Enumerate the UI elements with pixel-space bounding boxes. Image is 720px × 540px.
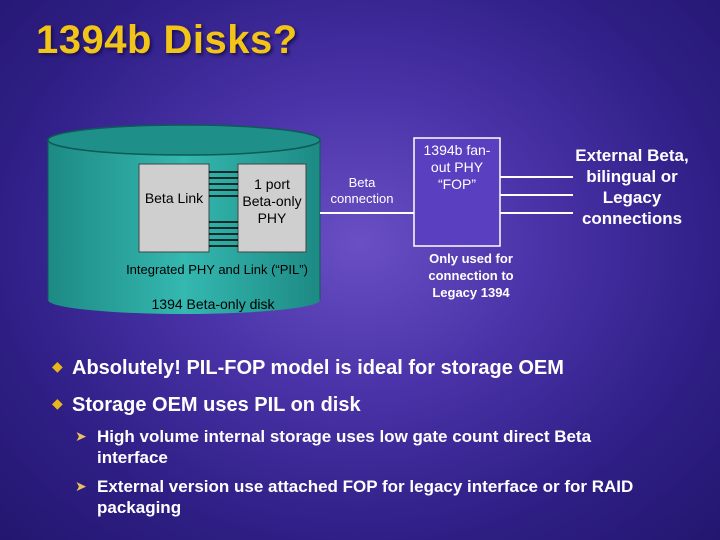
only-used-label: Only used for connection to Legacy 1394 [428, 251, 514, 300]
external-lines [500, 176, 573, 214]
disk-label: 1394 Beta-only disk [151, 296, 275, 312]
sub-bullet-marker: ➤ [75, 428, 87, 444]
slide-title: 1394b Disks? [36, 18, 298, 62]
bullet-1: Absolutely! PIL-FOP model is ideal for s… [72, 357, 564, 379]
port-phy-label: 1 port Beta-only PHY [242, 176, 302, 226]
beta-connection-label: Beta connection [330, 175, 394, 206]
link-phy-lines [209, 171, 238, 247]
sub-bullet-marker: ➤ [75, 478, 87, 494]
beta-link-label: Beta Link [144, 190, 204, 206]
fop-label: 1394b fan-out PHY “FOP” [423, 142, 491, 192]
bullet-marker: ◆ [52, 358, 63, 374]
bullet-2: Storage OEM uses PIL on disk [72, 394, 361, 416]
bullet-marker: ◆ [52, 395, 63, 411]
external-label: External Beta, bilingual or Legacy conne… [575, 146, 689, 228]
fop-box [413, 137, 501, 247]
disk-bottom [48, 286, 320, 314]
sub-bullet-1: High volume internal storage uses low ga… [97, 427, 592, 467]
phy-box [237, 163, 307, 253]
integrated-label: Integrated PHY and Link (“PIL”) [126, 262, 308, 277]
sub-bullet-2: External version use attached FOP for le… [97, 477, 634, 517]
disk-top [47, 124, 321, 156]
beta-link-box [138, 163, 210, 253]
